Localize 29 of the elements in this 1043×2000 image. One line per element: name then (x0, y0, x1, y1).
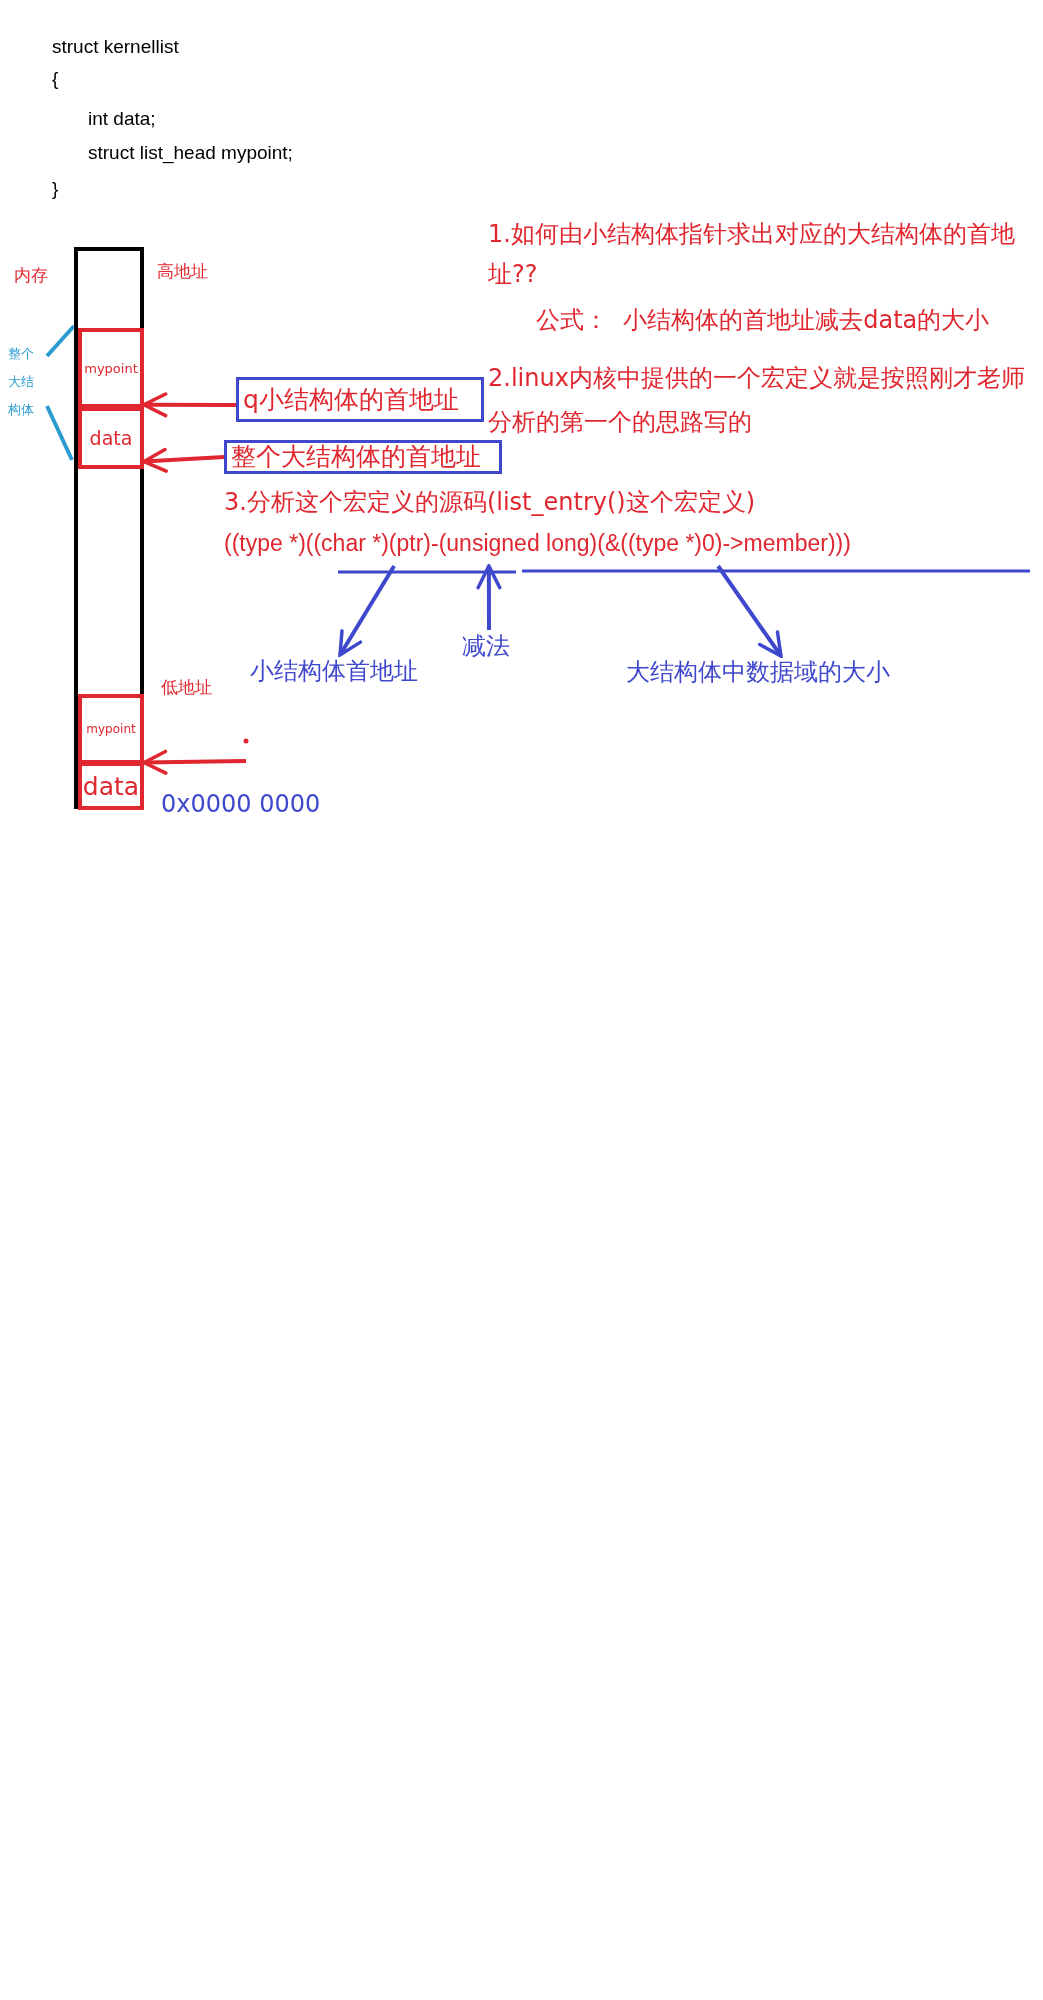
code-line: int data; (88, 108, 156, 130)
struct-field-box: data (78, 407, 144, 469)
note-text: 2.linux内核中提供的一个宏定义就是按照刚才老师分析的第一个的思路写的 (488, 363, 1026, 438)
annotation-text: 大结构体中数据域的大小 (626, 656, 936, 692)
struct-field-box: data (78, 762, 144, 810)
code-line: { (52, 68, 59, 90)
annotation-text: 减法 (462, 630, 522, 666)
note-text: 3.分析这个宏定义的源码(list_entry()这个宏定义) (224, 487, 756, 518)
code-line: } (52, 178, 59, 200)
question-text: 1.如何由小结构体指针求出对应的大结构体的首地址?? (488, 219, 1016, 290)
struct-field-box: mypoint (78, 328, 144, 408)
formula-note: 公式： 小结构体的首地址减去data的大小 (536, 305, 990, 336)
struct-field-box: mypoint (78, 694, 144, 764)
arrow (716, 564, 783, 658)
address-label: 低地址 (161, 676, 212, 699)
bracket-label: 整个大结构体 (8, 345, 35, 419)
macro-formula: ((type *)((char *)(ptr)-(unsigned long)(&((type *)0)->member))) (224, 530, 1034, 566)
code-line: struct list_head mypoint; (88, 142, 293, 164)
code-line: struct kernellist (52, 36, 179, 58)
address-label: q小结构体的首地址 (236, 377, 484, 422)
address-label: 高地址 (157, 260, 208, 283)
annotation-text: 小结构体首地址 (250, 655, 450, 691)
arrow (142, 749, 247, 775)
arrow (476, 564, 502, 630)
address-value: 0x0000 0000 (161, 790, 321, 818)
arrow (142, 392, 236, 418)
memory-label: 内存 (14, 264, 48, 287)
address-label: 整个大结构体的首地址 (224, 440, 502, 474)
arrow (338, 564, 396, 657)
